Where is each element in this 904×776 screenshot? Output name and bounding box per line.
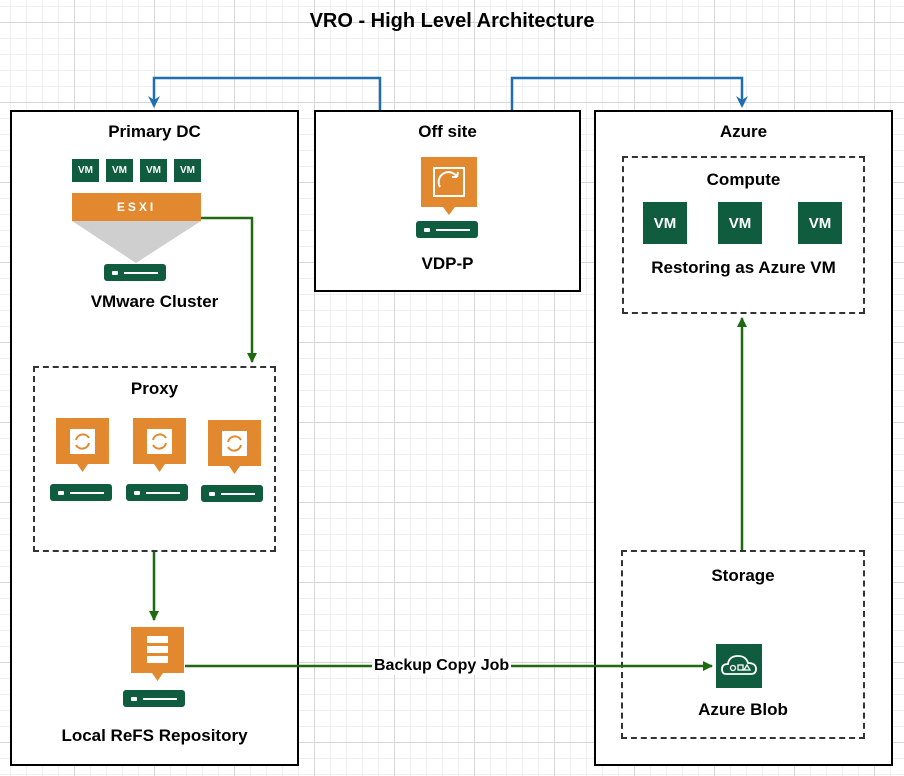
vm-icon: VM bbox=[72, 159, 99, 182]
vm-icon: VM bbox=[106, 159, 133, 182]
proxy-sync-icon bbox=[133, 418, 186, 472]
esxi-host-bar: ESXI bbox=[72, 193, 201, 221]
azure-vm-icon: VM bbox=[718, 202, 762, 244]
vdp-p-label: VDP-P bbox=[421, 254, 474, 273]
offsite-to-azure-arrow bbox=[510, 76, 748, 110]
diagram-title: VRO - High Level Architecture bbox=[309, 10, 595, 32]
azure-blob-label: Azure Blob bbox=[698, 700, 788, 719]
server-icon bbox=[104, 264, 166, 281]
azure-vm-icon: VM bbox=[643, 202, 687, 244]
vm-icon: VM bbox=[140, 159, 167, 182]
restoring-caption: Restoring as Azure VM bbox=[651, 258, 836, 277]
compute-label: Compute bbox=[706, 170, 781, 189]
vm-icon: VM bbox=[174, 159, 201, 182]
esxi-funnel-icon bbox=[72, 221, 201, 263]
server-icon bbox=[123, 690, 185, 707]
server-icon bbox=[416, 221, 478, 238]
azure-vm-icon: VM bbox=[798, 202, 842, 244]
azure-blob-icon bbox=[716, 644, 762, 688]
offsite-to-primary-arrow bbox=[148, 76, 382, 110]
azure-label: Azure bbox=[719, 122, 768, 141]
vdp-replica-icon bbox=[421, 157, 477, 215]
vmware-cluster-label: VMware Cluster bbox=[90, 292, 219, 311]
repository-label: Local ReFS Repository bbox=[61, 726, 248, 745]
offsite-container bbox=[314, 110, 581, 292]
server-icon bbox=[126, 484, 188, 501]
primary-dc-label: Primary DC bbox=[108, 122, 201, 141]
proxy-label: Proxy bbox=[130, 379, 179, 398]
proxy-sync-icon bbox=[208, 420, 261, 474]
proxy-sync-icon bbox=[56, 418, 109, 472]
repository-icon bbox=[131, 627, 184, 681]
storage-label: Storage bbox=[711, 566, 775, 585]
backup-copy-job-label: Backup Copy Job bbox=[372, 657, 512, 675]
server-icon bbox=[50, 484, 112, 501]
server-icon bbox=[201, 485, 263, 502]
offsite-label: Off site bbox=[418, 122, 477, 141]
esxi-to-proxy-arrow bbox=[200, 216, 257, 363]
